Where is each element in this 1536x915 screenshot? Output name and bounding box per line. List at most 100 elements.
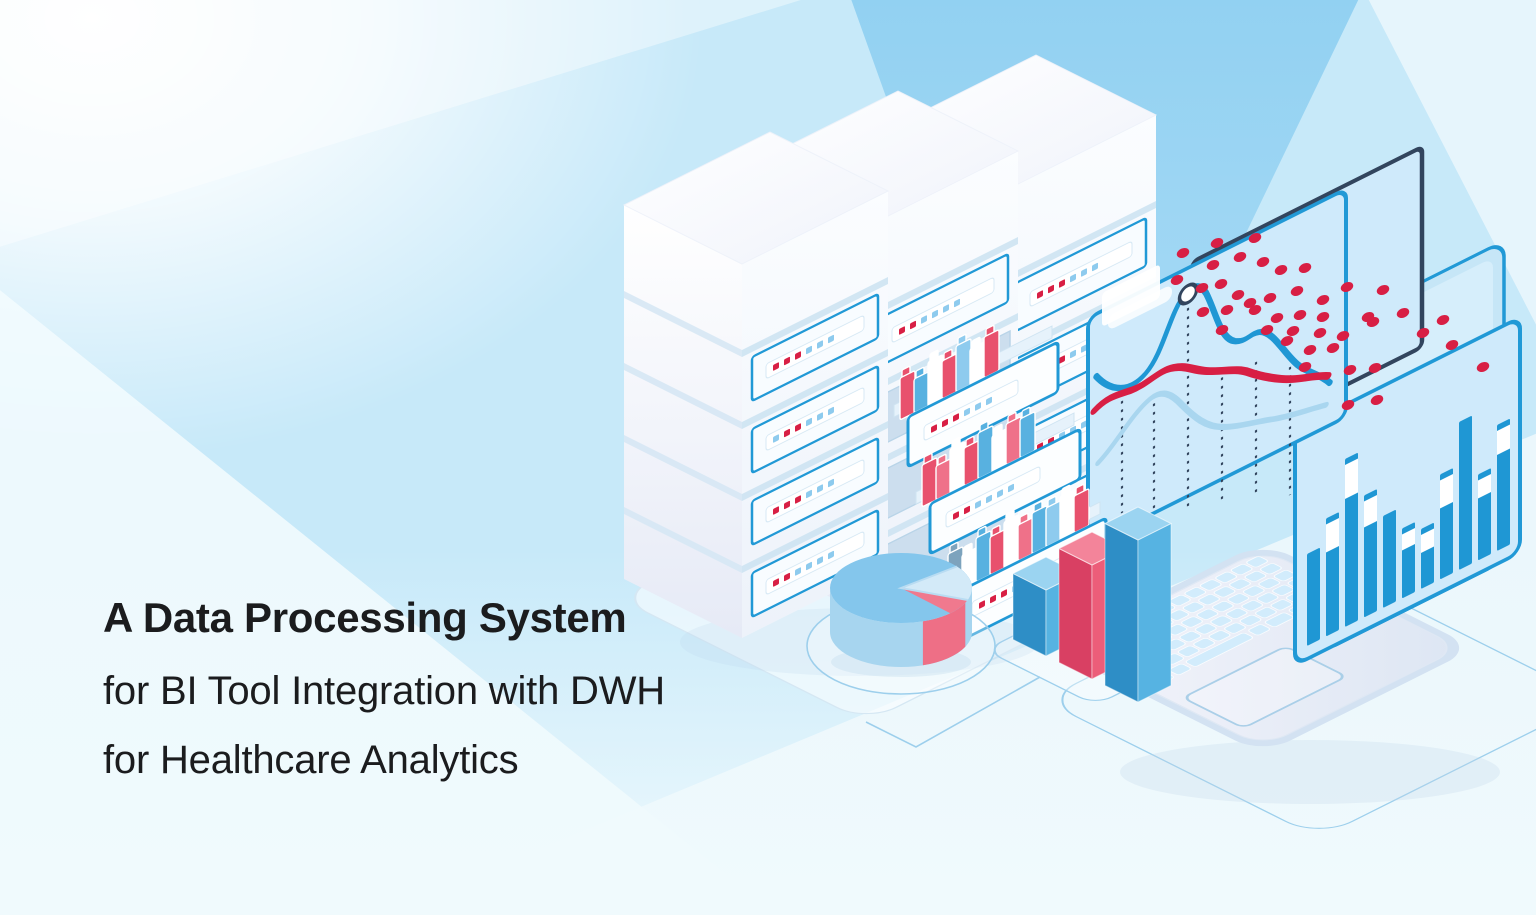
keyboard-key xyxy=(1194,623,1217,635)
scatter-dot xyxy=(1196,307,1210,317)
scatter-dot xyxy=(1286,326,1300,336)
indicator-light xyxy=(1048,284,1054,294)
keyboard-key xyxy=(1198,594,1221,606)
keyboard-key xyxy=(1177,645,1200,657)
indicator-light xyxy=(795,495,801,504)
indicator-light xyxy=(817,412,823,421)
headline-line-2: for BI Tool Integration with DWH xyxy=(103,669,665,713)
scatter-dot xyxy=(1220,305,1234,315)
bar-3d-left-face xyxy=(1058,547,1093,680)
indicator-light xyxy=(1070,273,1076,283)
scatter-dot xyxy=(1210,238,1224,248)
indicator-light xyxy=(828,478,834,488)
indicator-strip xyxy=(765,387,865,451)
scatter-dot xyxy=(1256,257,1270,267)
bar-cap xyxy=(1440,474,1453,509)
server-unit xyxy=(750,509,880,618)
headline-line-3: for Healthcare Analytics xyxy=(103,738,519,782)
server-unit xyxy=(750,293,880,402)
folder xyxy=(927,354,944,407)
indicator-light xyxy=(986,494,992,504)
indicator-light xyxy=(784,572,790,582)
folder xyxy=(1019,411,1036,459)
bar xyxy=(1383,510,1396,608)
keyboard-key xyxy=(1242,585,1265,597)
keyboard-key xyxy=(1256,592,1279,604)
keyboard-key xyxy=(1210,615,1233,627)
bar-3d-right-face xyxy=(1137,522,1172,703)
line-chart-window xyxy=(1086,190,1348,545)
folder xyxy=(955,338,972,393)
scatter-dot xyxy=(1298,362,1312,372)
indicator-light xyxy=(784,500,790,510)
server-unit xyxy=(750,437,880,546)
bar-3d xyxy=(1103,506,1173,703)
indicator-light xyxy=(795,567,801,576)
scatter-dot xyxy=(1313,328,1327,338)
indicator-strip xyxy=(765,315,865,379)
scatter-dot xyxy=(1326,343,1340,353)
indicator-light xyxy=(964,407,970,417)
file-drawer-skew xyxy=(941,483,1101,597)
indicator-strip xyxy=(765,459,865,523)
laptop-trackpad xyxy=(1185,647,1344,727)
indicator-light xyxy=(1059,355,1065,364)
connector-line xyxy=(865,676,1041,748)
keyboard-key xyxy=(1258,577,1281,589)
scatter-dot xyxy=(1366,317,1380,327)
keyboard-key xyxy=(1196,608,1219,620)
tower-divider xyxy=(1006,201,1156,283)
tower-divider xyxy=(624,291,742,357)
indicator-light xyxy=(921,315,927,324)
bar-cap xyxy=(1345,458,1358,500)
keyboard-key xyxy=(1273,570,1296,582)
indicator-light xyxy=(975,402,981,411)
scatter-dot xyxy=(1215,325,1229,335)
keyboard-key xyxy=(1185,632,1254,667)
folder xyxy=(1031,505,1048,555)
bar-3d-top-face xyxy=(1103,506,1173,541)
indicator-light xyxy=(986,396,992,406)
keyboard-key xyxy=(1215,571,1238,583)
bar-cap xyxy=(1478,474,1491,499)
indicator-light xyxy=(979,600,985,609)
folder xyxy=(1045,500,1062,548)
window-tab xyxy=(1102,265,1160,326)
folder xyxy=(949,441,966,494)
indicator-light xyxy=(784,428,790,438)
keyboard-key xyxy=(1168,594,1191,606)
indicator-light xyxy=(1081,268,1087,277)
indicator-light xyxy=(828,550,834,560)
indicator-light xyxy=(910,320,916,330)
pie-notch-edge xyxy=(897,565,968,601)
scatter-dot xyxy=(1248,305,1262,315)
server-unit xyxy=(876,253,1010,368)
folder xyxy=(1059,489,1076,541)
keyboard-key xyxy=(1244,570,1267,582)
keyboard-key xyxy=(1246,556,1269,568)
scatter-dot xyxy=(1396,308,1410,318)
scatter-dots xyxy=(1170,233,1490,410)
folder xyxy=(983,329,1000,379)
indicator-light xyxy=(954,298,960,308)
indicator-light xyxy=(975,500,981,509)
indicator-light xyxy=(1070,349,1076,359)
scatter-dot xyxy=(1214,279,1228,289)
keyboard-key xyxy=(1167,609,1190,621)
folder xyxy=(921,457,938,508)
keyboard-key xyxy=(1248,624,1271,636)
scatter-dot xyxy=(1476,362,1490,372)
pie-notch xyxy=(901,566,972,600)
keyboard-key xyxy=(1179,631,1202,643)
scatter-dot xyxy=(1368,363,1382,373)
indicator-light xyxy=(997,489,1003,498)
indicator-light xyxy=(990,594,996,604)
keyboard-key xyxy=(1264,612,1294,628)
scatter-dot xyxy=(1343,365,1357,375)
indicator-light xyxy=(817,340,823,349)
indicator-light xyxy=(1001,589,1007,598)
chart-dashed-guides xyxy=(1120,307,1292,514)
scatter-dot xyxy=(1176,248,1190,258)
folder xyxy=(1003,514,1020,569)
indicator-light xyxy=(806,417,812,427)
